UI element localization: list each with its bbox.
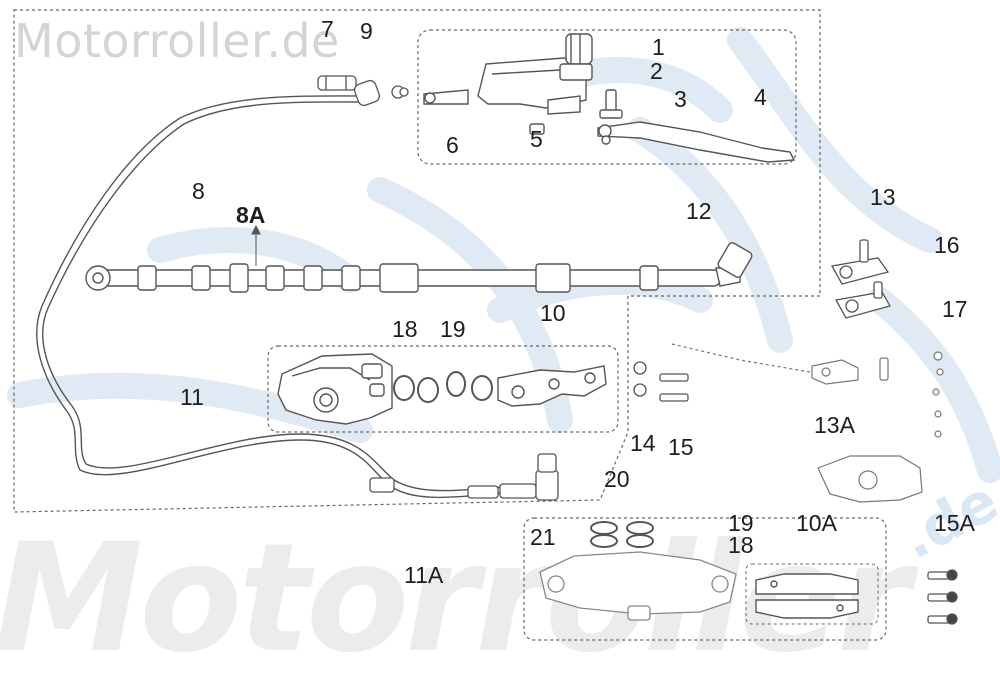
callout-13a: 13A [814, 412, 855, 438]
master-cylinder [423, 33, 796, 163]
brake-pipe [85, 242, 753, 293]
brake-hose [36, 95, 521, 499]
assembly-13a [671, 343, 944, 503]
hose-inner [42, 101, 521, 492]
callout-11: 11 [180, 384, 204, 410]
caliper-bracket [497, 365, 607, 407]
pin-6 [529, 123, 545, 135]
brake-lever [597, 121, 796, 163]
hose-clamps [830, 239, 891, 319]
brake-pad-frame [745, 563, 879, 625]
watermark-top: Motorroller.de [14, 14, 340, 68]
callout-21: 21 [530, 524, 556, 550]
callout-15a: 15A [934, 510, 975, 536]
diagram-drawing [7, 9, 1000, 641]
callout-12: 12 [686, 198, 712, 224]
reservoir-cap [565, 33, 593, 65]
callout-18: 18 [392, 316, 418, 342]
alt-caliper-frame [523, 517, 887, 641]
brake-pads-10a [755, 573, 859, 619]
leader-lines [251, 224, 261, 266]
caliper-frame [267, 345, 619, 433]
callout-20: 20 [604, 466, 630, 492]
callout-11a: 11A [404, 562, 444, 588]
switch-3 [605, 89, 617, 113]
swirl-6 [147, 227, 363, 293]
callout-4: 4 [754, 84, 767, 110]
callout-8: 8 [192, 178, 205, 204]
bolts-15a [927, 569, 958, 625]
callout-19-lower: 19 [728, 510, 754, 536]
master-cylinder-frame [417, 29, 797, 165]
seal-rings [393, 371, 493, 403]
callout-5: 5 [530, 126, 543, 152]
callout-1: 1 [652, 34, 665, 60]
callout-13: 13 [870, 184, 896, 210]
caliper-11a [539, 551, 737, 621]
callout-17: 17 [942, 296, 968, 322]
callout-2: 2 [650, 58, 663, 84]
exploded-parts-diagram: Motorroller .de [0, 9, 1000, 686]
callout-18-lower: 18 [728, 532, 754, 558]
callout-7: 7 [321, 16, 334, 42]
swirl-7 [867, 287, 1000, 483]
bolts-14-15 [633, 361, 689, 402]
swirl-4 [727, 27, 943, 253]
callout-14: 14 [630, 430, 656, 456]
pipe-end [717, 242, 753, 278]
hose-fitting-bottom [369, 453, 559, 501]
callout-10a: 10A [796, 510, 837, 536]
hose-fitting-top [317, 75, 409, 107]
brake-caliper [277, 353, 393, 425]
main-frame [13, 9, 821, 513]
callout-3: 3 [674, 86, 687, 112]
swirl-3 [627, 117, 793, 353]
callout-6: 6 [446, 132, 459, 158]
callout-9: 9 [360, 18, 373, 44]
callout-10: 10 [540, 300, 566, 326]
callout-8a: 8A [236, 202, 266, 228]
seal-rings-11a [590, 521, 654, 548]
callout-16: 16 [934, 232, 960, 258]
hose-outer [36, 95, 521, 499]
callout-15: 15 [668, 434, 694, 460]
callout-19: 19 [440, 316, 466, 342]
